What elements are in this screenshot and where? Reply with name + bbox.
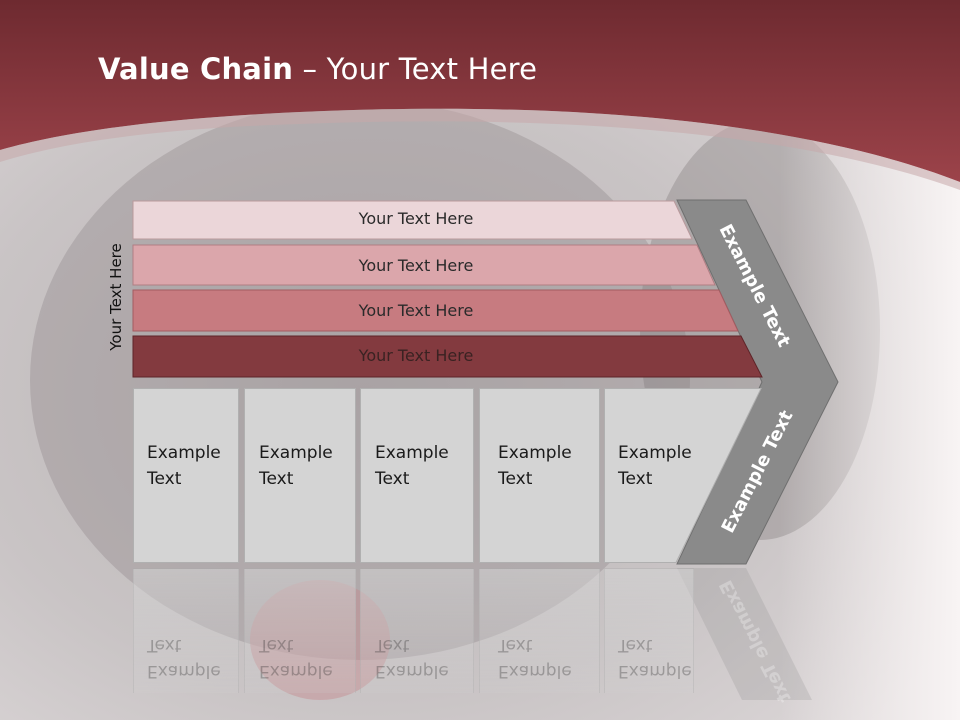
column-4-reflection-line2: Text [498, 635, 533, 655]
bar-label-1: Your Text Here [358, 209, 474, 228]
bar-label-3: Your Text Here [358, 301, 474, 320]
chevron-reflection [677, 568, 812, 700]
column-2-line1: Example [259, 443, 333, 463]
column-3-reflection-text: Example Text [375, 632, 449, 684]
column-4-line2: Text [498, 469, 533, 489]
bar-label-4: Your Text Here [358, 346, 474, 365]
column-1-line1: Example [147, 443, 221, 463]
column-3 [360, 388, 474, 563]
column-1-line2: Text [147, 469, 182, 489]
column-2-reflection-text: Example Text [259, 632, 333, 684]
column-5-line2: Text [618, 469, 653, 489]
bar-label-2: Your Text Here [358, 256, 474, 275]
column-2 [244, 388, 356, 563]
slide-title: Value Chain – Your Text Here [98, 52, 537, 86]
column-1-reflection-line2: Text [147, 635, 182, 655]
bar-shape-2 [132, 244, 716, 286]
column-2-line2: Text [259, 469, 294, 489]
column-2-reflection-line2: Text [259, 635, 294, 655]
column-3-reflection-line1: Example [375, 661, 449, 681]
column-3-line1: Example [375, 443, 449, 463]
column-5 [604, 388, 762, 563]
column-5-reflection-line1: Example [618, 661, 692, 681]
column-5-reflection-line2: Text [618, 635, 653, 655]
column-1 [133, 388, 239, 563]
bar-shape-3 [132, 289, 739, 332]
bar-shape-4 [132, 335, 763, 378]
column-3-reflection-line2: Text [375, 635, 410, 655]
column-5-reflection-text: Example Text [618, 632, 692, 684]
column-1-reflection-line1: Example [147, 661, 221, 681]
column-4-reflection-line1: Example [498, 661, 572, 681]
column-4 [479, 388, 600, 563]
side-label: Your Text Here [107, 243, 125, 351]
title-rest: – Your Text Here [293, 52, 538, 86]
column-4-reflection-text: Example Text [498, 632, 572, 684]
column-5-line1: Example [618, 443, 692, 463]
column-3-line2: Text [375, 469, 410, 489]
chevron-arrow [676, 199, 839, 565]
title-bold: Value Chain [98, 52, 294, 86]
column-4-line1: Example [498, 443, 572, 463]
column-1-reflection-text: Example Text [147, 632, 221, 684]
bar-shape-1 [132, 200, 693, 240]
column-2-reflection-line1: Example [259, 661, 333, 681]
